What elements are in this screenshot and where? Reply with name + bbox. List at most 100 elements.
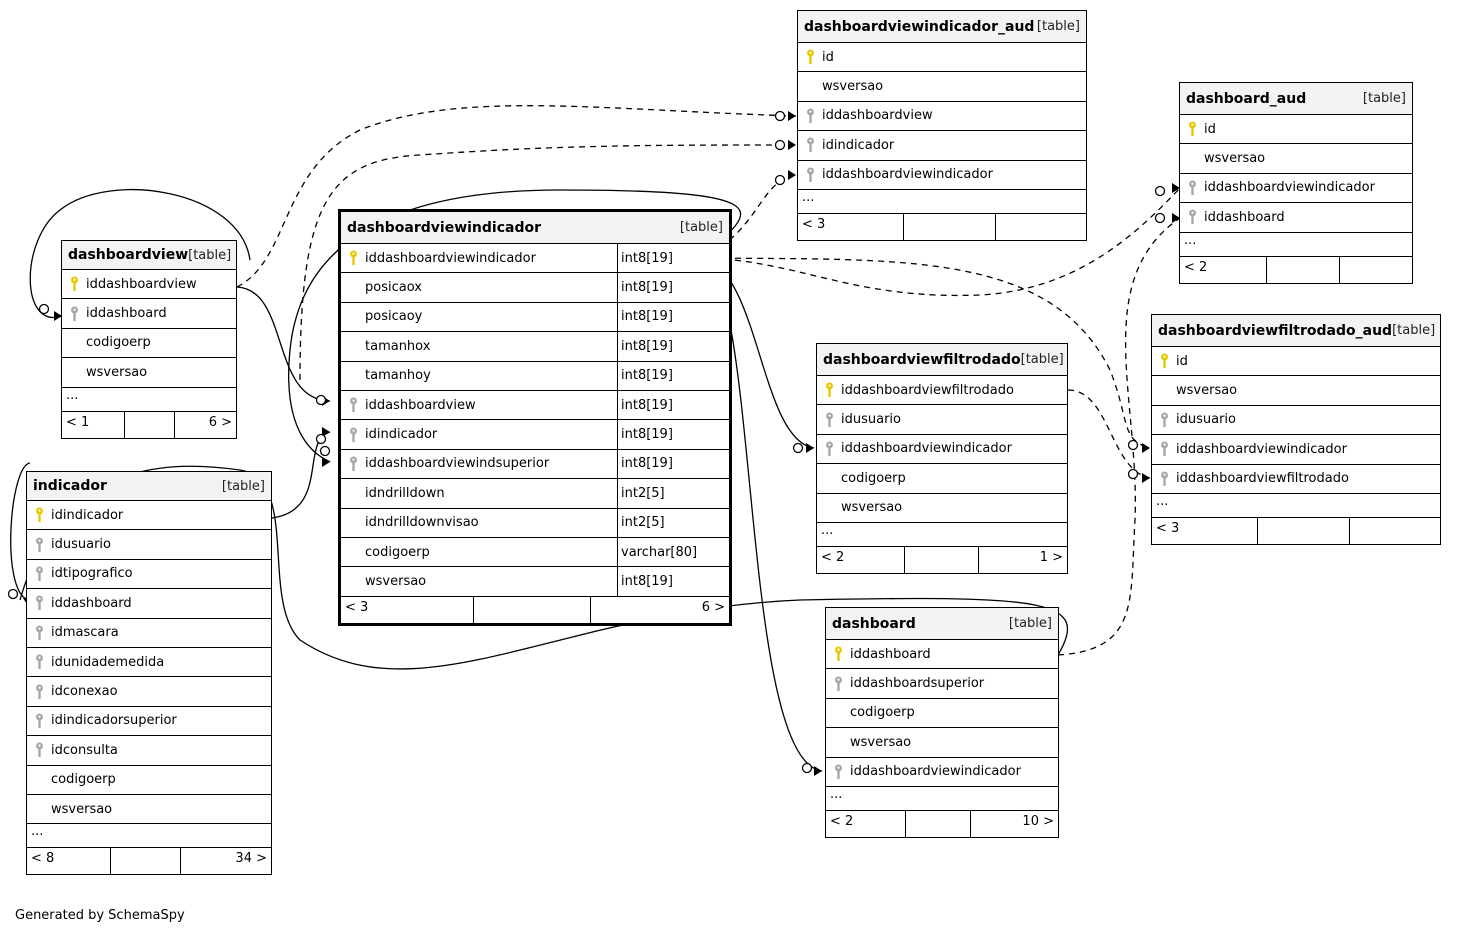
column-cell: idconsulta — [27, 742, 271, 758]
column-row[interactable]: wsversao — [798, 72, 1086, 102]
column-row[interactable]: id — [798, 43, 1086, 73]
column-row[interactable]: idmascara — [27, 619, 271, 648]
child-count[interactable]: 6 > — [701, 599, 725, 615]
child-count[interactable] — [1340, 257, 1412, 283]
table-dashboardviewindicador[interactable]: dashboardviewindicador [table] iddashboa… — [338, 209, 732, 626]
column-row[interactable]: idconexao — [27, 677, 271, 707]
footer-middle[interactable] — [1267, 256, 1340, 283]
footer-middle[interactable] — [125, 411, 175, 438]
column-row[interactable]: iddashboardviewindicador — [817, 435, 1067, 465]
column-row[interactable]: iddashboard — [826, 640, 1058, 670]
more-columns[interactable]: ... — [798, 190, 1086, 214]
column-row[interactable]: iddashboardview — [62, 270, 236, 300]
column-row[interactable]: iddashboard — [27, 589, 271, 619]
parent-count[interactable]: < 1 — [62, 411, 125, 438]
child-count[interactable]: 6 > — [208, 414, 232, 430]
column-row[interactable]: iddashboardviewindicador — [1180, 174, 1412, 204]
parent-count[interactable]: < 3 — [1152, 517, 1258, 544]
column-name: iddashboardviewindicador — [822, 167, 993, 183]
column-row[interactable]: codigoerp — [826, 699, 1058, 729]
table-dashboardviewfiltrodado[interactable]: dashboardviewfiltrodado [table] iddashbo… — [816, 343, 1068, 574]
column-row[interactable]: idusuario — [1152, 406, 1440, 436]
more-columns[interactable]: ... — [1180, 233, 1412, 257]
column-row[interactable]: iddashboardviewfiltrodado — [817, 376, 1067, 406]
column-row[interactable]: codigoerp — [27, 766, 271, 795]
column-name: iddashboardview — [365, 397, 476, 413]
footer-middle[interactable] — [904, 213, 996, 240]
column-row[interactable]: wsversao — [1180, 144, 1412, 174]
parent-count[interactable]: < 3 — [341, 596, 474, 623]
column-row[interactable]: codigoerp — [62, 329, 236, 359]
footer-middle[interactable] — [906, 810, 971, 837]
column-row[interactable]: iddashboardsuperior — [826, 669, 1058, 699]
more-columns[interactable]: ... — [27, 824, 271, 849]
column-row[interactable]: iddashboardviewindicador — [798, 161, 1086, 190]
column-row[interactable]: wsversao — [826, 728, 1058, 758]
footer-middle[interactable] — [1258, 517, 1350, 544]
column-cell: iddashboard — [62, 306, 236, 322]
column-row[interactable]: id — [1180, 115, 1412, 145]
more-columns[interactable]: ... — [1152, 494, 1440, 518]
child-count[interactable] — [1350, 518, 1440, 544]
column-name: wsversao — [86, 364, 148, 380]
column-row[interactable]: wsversao — [1152, 376, 1440, 406]
parent-count[interactable]: < 2 — [1180, 256, 1267, 283]
footer-middle[interactable] — [905, 546, 979, 573]
column-cell: wsversao — [817, 500, 1067, 515]
child-count[interactable] — [996, 214, 1086, 240]
parent-count[interactable]: < 3 — [798, 213, 904, 240]
parent-count[interactable]: < 8 — [27, 848, 111, 875]
column-row[interactable]: wsversao — [62, 358, 236, 388]
column-row[interactable]: wsversao — [27, 795, 271, 825]
more-columns[interactable]: ... — [826, 787, 1058, 811]
parent-count[interactable]: < 2 — [817, 546, 905, 573]
column-row[interactable]: idindicadorsuperior — [27, 707, 271, 737]
column-row[interactable]: idusuario — [817, 405, 1067, 435]
foreign-key-icon — [27, 654, 51, 670]
column-row[interactable]: id — [1152, 347, 1440, 377]
column-row[interactable]: iddashboard — [62, 299, 236, 329]
column-type: int8[19] — [617, 449, 729, 479]
column-row[interactable]: iddashboardviewindicador — [1152, 435, 1440, 465]
more-columns[interactable]: ... — [817, 523, 1067, 547]
column-row[interactable]: codigoerp — [817, 464, 1067, 494]
column-row[interactable]: wsversao — [817, 494, 1067, 523]
parent-count[interactable]: < 2 — [826, 810, 906, 837]
column-row[interactable]: idusuario — [27, 530, 271, 560]
column-row[interactable]: idindicador — [798, 131, 1086, 161]
footer-middle[interactable] — [474, 596, 591, 623]
column-name: posicaoy — [365, 309, 423, 325]
child-count[interactable]: 1 > — [1039, 549, 1063, 565]
column-row[interactable]: iddashboardviewfiltrodado — [1152, 465, 1440, 494]
column-row[interactable]: iddashboard — [1180, 203, 1412, 233]
footer-middle[interactable] — [111, 848, 181, 875]
child-count[interactable]: 34 > — [235, 851, 267, 867]
column-row[interactable]: idunidademedida — [27, 648, 271, 678]
column-row[interactable]: idconsulta — [27, 736, 271, 766]
more-columns[interactable]: ... — [62, 388, 236, 412]
column-row[interactable]: iddashboardview — [798, 102, 1086, 132]
column-row[interactable]: idtipografico — [27, 560, 271, 590]
column-row[interactable]: iddashboardviewindicador — [826, 758, 1058, 787]
column-cell: iddashboardviewindsuperior — [341, 456, 617, 472]
child-count[interactable]: 10 > — [1022, 813, 1054, 829]
column-row[interactable]: idindicador — [27, 501, 271, 531]
